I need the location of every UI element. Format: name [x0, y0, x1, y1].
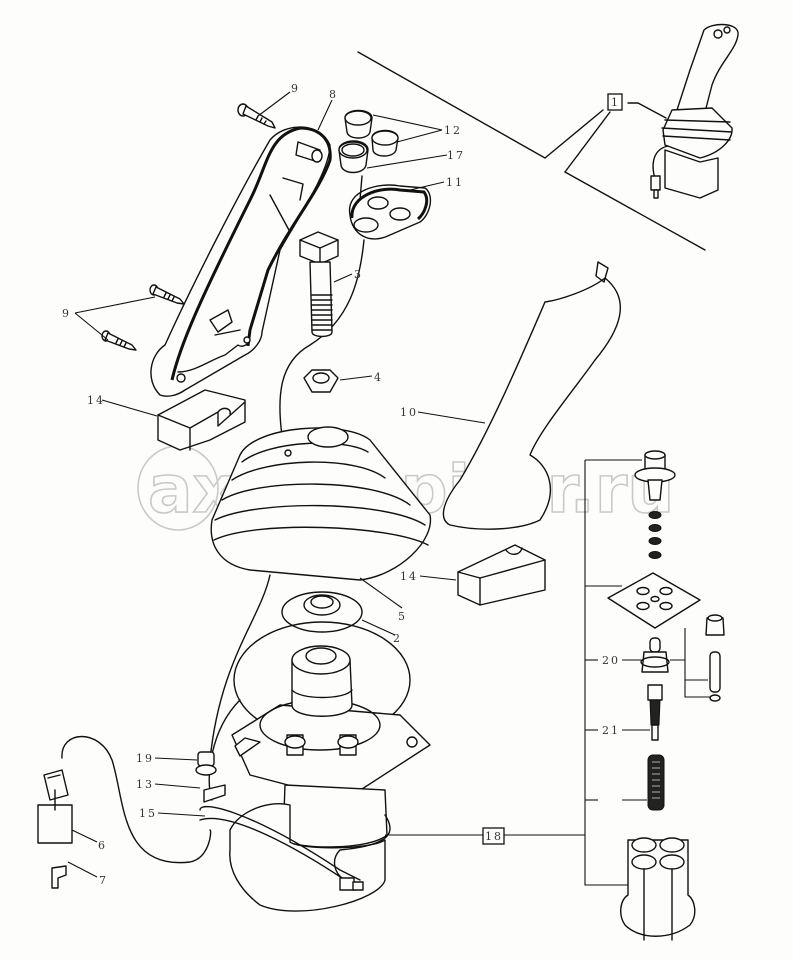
bolt	[299, 231, 339, 338]
connector	[37, 735, 212, 889]
ref-label-18: 18	[485, 830, 503, 843]
callout-13: 13	[136, 778, 154, 791]
inset-leader-1	[564, 111, 611, 173]
callout-14-right: 14	[400, 570, 418, 583]
inset-border-bottom	[564, 171, 706, 251]
callout-2: 2	[393, 632, 402, 645]
connector-clip	[51, 865, 67, 889]
rubber-boot	[210, 426, 432, 581]
callout-6: 6	[98, 839, 107, 852]
inset-border-left	[357, 51, 604, 159]
weight-block-left	[157, 389, 246, 451]
spring	[647, 754, 665, 811]
screw-top	[237, 103, 276, 129]
ref-label-1: 1	[611, 96, 620, 109]
ref-box-1	[607, 93, 623, 111]
plunger	[640, 637, 670, 741]
handle-half-right	[442, 261, 621, 530]
connector-cable	[61, 735, 212, 864]
button-caps	[338, 109, 399, 174]
weight-block-right	[457, 544, 546, 606]
ref-box-18	[482, 827, 505, 845]
callout-15: 15	[139, 807, 157, 820]
handle-half-left	[150, 126, 332, 397]
assembled-joystick-inset	[357, 23, 739, 251]
callout-9-top: 9	[291, 82, 300, 95]
callout-3: 3	[354, 268, 363, 281]
seal-washer	[281, 591, 363, 633]
plunger-kit	[670, 614, 725, 702]
callout-11: 11	[446, 176, 464, 189]
callout-8: 8	[329, 88, 338, 101]
inset-leader-joystick	[627, 102, 667, 119]
callout-20: 21	[602, 724, 620, 737]
inset-grip	[676, 23, 739, 117]
joystick-base	[199, 621, 431, 912]
callout-17: 17	[447, 149, 465, 162]
callout-12: 12	[444, 124, 462, 137]
callout-19: 20	[602, 654, 620, 667]
valve-housing	[620, 837, 696, 941]
parts-bracket	[584, 460, 628, 886]
callout-5: 5	[398, 610, 407, 623]
inset-boot	[662, 107, 733, 159]
callout-14-left: 14	[87, 394, 105, 407]
callout-10: 10	[400, 406, 418, 419]
cable-clips	[195, 737, 261, 803]
callout-7: 7	[99, 874, 108, 887]
inset-base	[664, 149, 719, 199]
nut	[303, 369, 339, 393]
callout-16: 19	[136, 752, 154, 765]
callout-4: 4	[374, 371, 383, 384]
main-cable	[209, 574, 271, 761]
valve-stem	[634, 450, 676, 559]
button-plate	[348, 175, 432, 240]
button-cable	[279, 239, 365, 456]
callout-9-left: 9	[62, 307, 71, 320]
screws-left	[101, 284, 185, 351]
mounting-plate	[607, 572, 701, 629]
